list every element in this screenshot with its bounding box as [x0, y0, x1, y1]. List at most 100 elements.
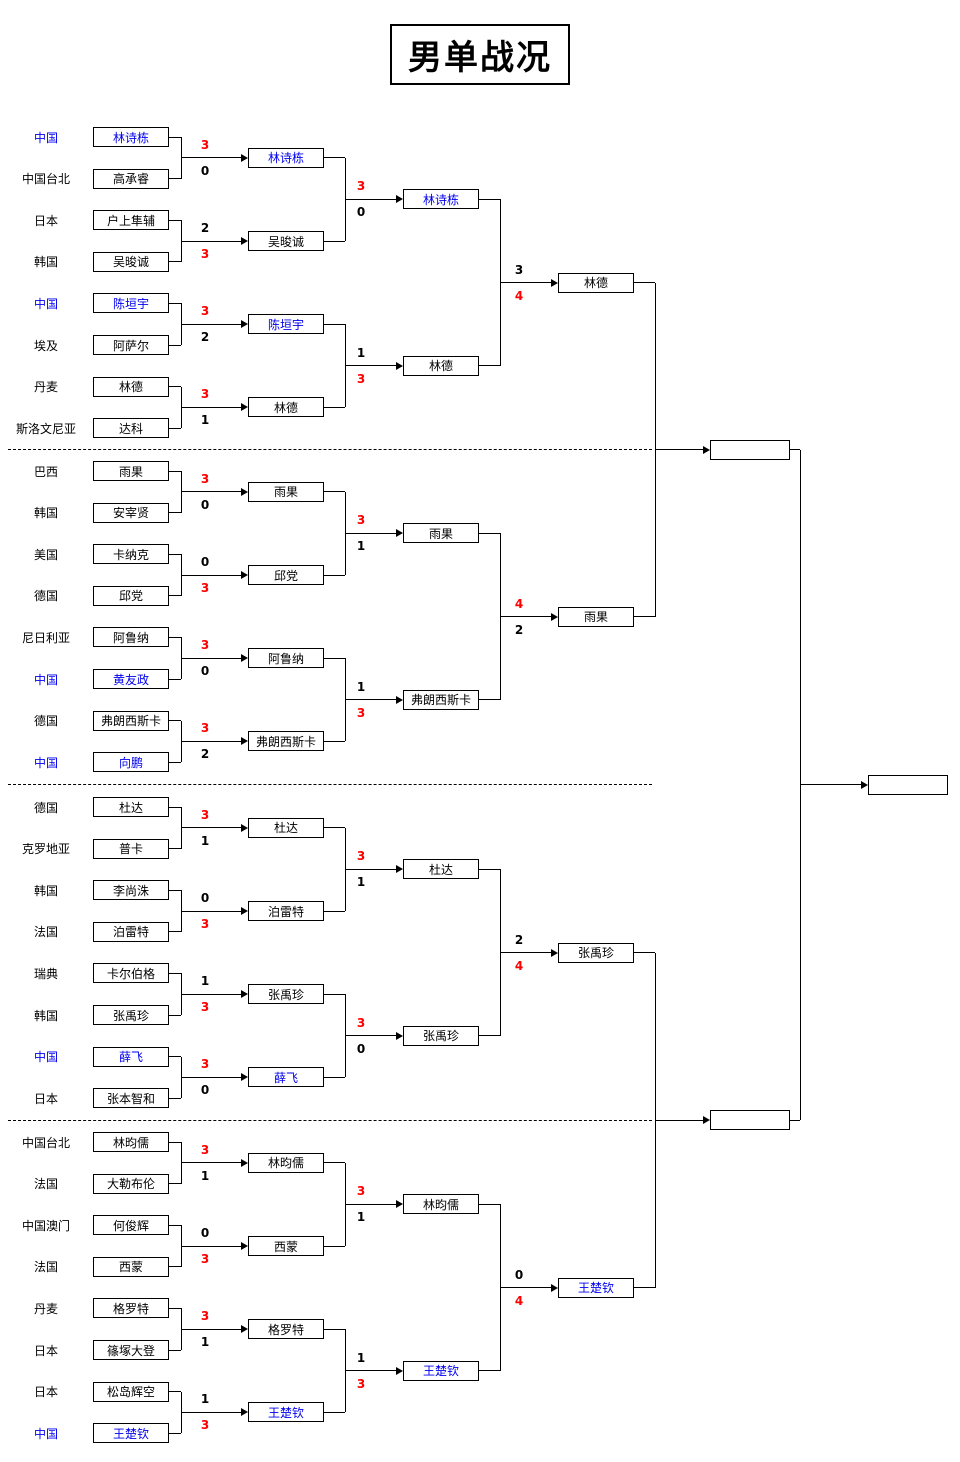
player-box-round1: 卡纳克 — [93, 544, 169, 565]
player-box-round2: 邱党 — [248, 565, 324, 585]
player-box-round1: 篠塚大登 — [93, 1340, 169, 1360]
score-label: 3 — [356, 371, 366, 386]
score-label: 4 — [514, 958, 524, 973]
semifinal-winner-box — [710, 1110, 790, 1131]
country-label: 丹麦 — [33, 380, 58, 395]
country-label: 中国 — [33, 1050, 58, 1065]
player-box-round2: 陈垣宇 — [248, 314, 324, 335]
connector-line — [324, 491, 345, 493]
connector-line — [169, 1224, 181, 1226]
connector-line — [324, 657, 345, 659]
connector-line — [800, 784, 861, 786]
connector-line — [181, 323, 241, 325]
player-box-round1: 薛飞 — [93, 1046, 169, 1067]
arrow-icon — [241, 654, 248, 663]
connector-line — [634, 1287, 655, 1289]
score-label: 0 — [200, 1226, 210, 1240]
country-label: 韩国 — [33, 255, 58, 270]
connector-line — [169, 261, 181, 263]
score-label: 3 — [200, 247, 210, 261]
country-label: 中国 — [33, 130, 58, 145]
connector-line — [169, 344, 181, 346]
connector-line — [181, 1245, 241, 1247]
page-title-box: 男单战况 — [390, 24, 570, 85]
connector-line — [169, 219, 181, 221]
player-box-round1: 卡尔伯格 — [93, 963, 169, 984]
score-label: 1 — [356, 875, 366, 890]
arrow-icon — [241, 1325, 248, 1334]
country-label: 埃及 — [33, 338, 58, 353]
score-label: 0 — [356, 205, 366, 220]
player-box-semifinal: 张禹珍 — [558, 942, 634, 963]
connector-line — [479, 1035, 500, 1037]
player-box-round2: 格罗特 — [248, 1319, 324, 1340]
country-label: 德国 — [33, 800, 58, 815]
connector-line — [500, 282, 551, 284]
score-label: 1 — [200, 1335, 210, 1350]
connector-line — [181, 406, 241, 408]
connector-line — [500, 616, 551, 618]
player-box-round1: 安宰贤 — [93, 502, 169, 523]
score-label: 4 — [514, 1293, 524, 1308]
connector-line — [169, 136, 181, 138]
player-box-round1: 阿萨尔 — [93, 335, 169, 355]
connector-line — [169, 1266, 181, 1268]
connector-line — [324, 240, 345, 242]
score-label: 2 — [514, 622, 524, 637]
player-box-round1: 杜达 — [93, 797, 169, 817]
connector-line — [479, 532, 500, 534]
connector-line — [324, 1076, 345, 1078]
score-label: 2 — [200, 221, 210, 235]
connector-line — [169, 1307, 181, 1309]
arrow-icon — [551, 278, 558, 287]
score-label: 3 — [200, 807, 210, 822]
score-label: 3 — [356, 1015, 366, 1030]
connector-line — [324, 157, 345, 159]
connector-line — [169, 848, 181, 850]
player-box-quarterfinal: 林昀儒 — [403, 1194, 479, 1215]
arrow-icon — [703, 445, 710, 454]
player-box-round2: 林诗栋 — [248, 147, 324, 168]
player-box-round1: 向鹏 — [93, 752, 169, 773]
player-box-round1: 高承睿 — [93, 168, 169, 189]
section-separator — [8, 449, 652, 451]
score-label: 0 — [200, 555, 210, 569]
connector-line — [324, 1328, 345, 1330]
connector-line — [169, 512, 181, 514]
connector-line — [169, 806, 181, 808]
connector-line — [169, 1183, 181, 1185]
connector-line — [169, 972, 181, 974]
arrow-icon — [396, 529, 403, 538]
country-label: 日本 — [33, 1091, 58, 1106]
arrow-icon — [241, 1242, 248, 1250]
arrow-icon — [396, 695, 403, 704]
country-label: 法国 — [33, 925, 58, 940]
connector-line — [169, 889, 181, 891]
connector-line — [324, 574, 345, 576]
connector-line — [479, 365, 500, 367]
player-box-round1: 林昀儒 — [93, 1132, 169, 1152]
score-label: 3 — [200, 721, 210, 736]
connector-line — [181, 827, 241, 829]
arrow-icon — [241, 487, 248, 496]
score-label: 0 — [200, 891, 210, 905]
score-label: 1 — [356, 1210, 366, 1225]
country-label: 巴西 — [33, 464, 58, 479]
player-box-round1: 邱党 — [93, 585, 169, 606]
arrow-icon — [551, 948, 558, 957]
arrow-icon — [241, 1408, 248, 1417]
score-label: 3 — [200, 1057, 210, 1072]
score-label: 3 — [356, 1376, 366, 1391]
player-box-round2: 王楚钦 — [248, 1402, 324, 1423]
country-label: 瑞典 — [33, 966, 58, 981]
arrow-icon — [396, 1200, 403, 1209]
player-box-round2: 阿鲁纳 — [248, 648, 324, 669]
connector-line — [181, 1328, 241, 1330]
player-box-round1: 何俊辉 — [93, 1215, 169, 1236]
connector-line — [345, 1203, 396, 1205]
connector-line — [169, 1014, 181, 1016]
connector-line — [345, 868, 396, 870]
arrow-icon — [396, 361, 403, 370]
player-box-round2: 弗朗西斯卡 — [248, 731, 324, 752]
champion-box — [868, 774, 948, 795]
